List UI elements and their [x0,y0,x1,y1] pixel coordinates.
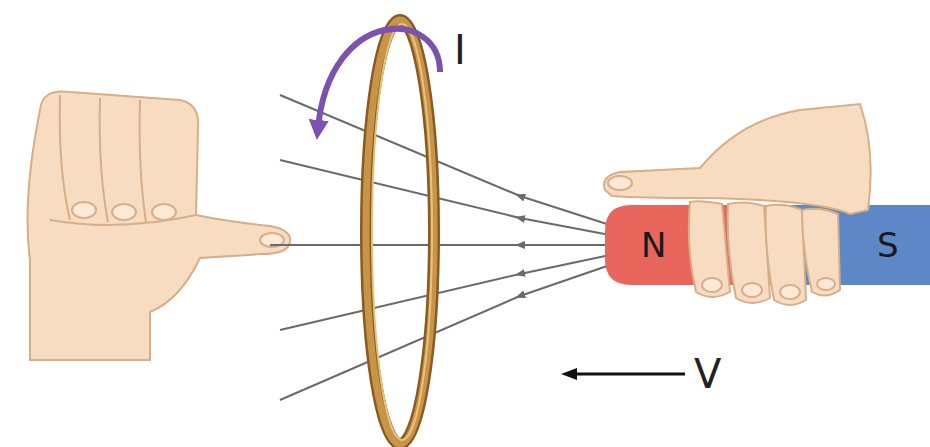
current-label: I [452,30,468,70]
magnet-north-pole: N [605,205,785,285]
current-arrow [318,29,440,128]
magnet-south-pole: S [785,205,930,285]
wire-ring [366,20,434,444]
velocity-arrow [575,373,685,376]
pole-letter: S [877,228,930,262]
pole-letter: N [641,228,785,262]
left-hand [28,91,291,360]
pole-fill [785,205,930,285]
velocity-label: V [692,354,723,394]
field-lines [270,95,610,400]
pole-fill [605,205,785,285]
